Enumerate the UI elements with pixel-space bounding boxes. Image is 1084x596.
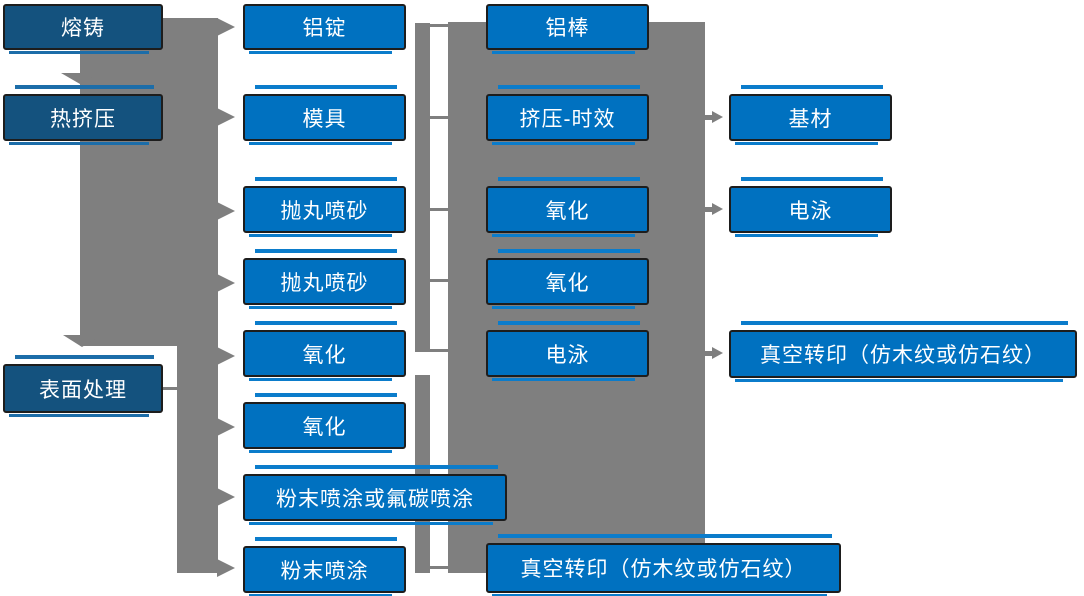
node-label: 真空转印（仿木纹或仿石纹） [760,344,1046,367]
arrow-to-powder-coating [217,559,235,577]
arrow-to-oxidation-2 [217,418,235,436]
node-label: 铝锭 [302,17,347,40]
node-melt: 熔铸 [3,4,163,54]
node-al-rod: 铝棒 [486,4,649,54]
node-label: 热挤压 [50,107,116,131]
node-label: 模具 [302,107,347,131]
node-label: 氧化 [302,343,347,367]
node-label: 电泳 [545,343,590,367]
arrow-to-surface-treatment [63,335,101,347]
surface-treatment-link [161,387,179,390]
left-band [80,18,218,346]
tie-electrophoresis-1 [426,349,448,352]
node-oxidation-3: 氧化 [486,177,649,237]
stem-to-vacuum-transfer-2 [705,351,714,356]
node-label: 粉末喷涂 [280,559,369,583]
node-oxidation-2: 氧化 [243,393,406,453]
mid-bar-upper [415,23,430,352]
node-extrusion-aging: 挤压-时效 [486,85,649,145]
node-label: 真空转印（仿木纹或仿石纹） [520,558,807,581]
node-label: 基材 [788,107,833,131]
node-al-ingot: 铝锭 [243,4,406,54]
tie-vacuum-transfer-1 [418,566,448,569]
node-substrate: 基材 [729,85,892,145]
arrow-to-powder-or-fluorocarbon [217,488,235,506]
node-oxidation-4: 氧化 [486,249,649,309]
node-electrophoresis-2: 电泳 [729,177,892,237]
node-vacuum-transfer-2: 真空转印（仿木纹或仿石纹） [729,321,1077,382]
node-shot-blast-1: 抛丸喷砂 [243,177,406,237]
node-label: 氧化 [545,199,590,223]
node-label: 电泳 [788,199,833,223]
arrow-to-al-ingot [217,18,235,36]
stem-to-substrate [705,115,714,120]
node-label: 挤压-时效 [519,107,616,131]
node-vacuum-transfer-1: 真空转印（仿木纹或仿石纹） [486,534,841,596]
node-shot-blast-2: 抛丸喷砂 [243,249,406,309]
node-powder-coating: 粉末喷涂 [243,537,406,596]
tie-oxidation-4 [418,279,448,282]
node-oxidation-1: 氧化 [243,321,406,381]
node-label: 氧化 [545,271,590,295]
node-surface-treatment: 表面处理 [3,355,163,417]
node-label: 铝棒 [545,17,590,40]
stem-to-electrophoresis-2 [705,207,714,212]
arrow-to-shot-blast-1 [217,202,235,220]
arrow-to-vacuum-transfer-2 [712,347,723,359]
tie-oxidation-3 [418,208,448,211]
node-label: 粉末喷涂或氟碳喷涂 [276,487,474,511]
arrow-to-substrate [712,111,723,123]
tie-al-rod [418,24,448,27]
node-label: 抛丸喷砂 [280,199,369,223]
node-mold: 模具 [243,85,406,145]
arrow-to-mold [217,108,235,126]
arrow-to-hot-extrusion [61,73,99,84]
node-label: 熔铸 [61,17,105,40]
arrow-to-oxidation-1 [217,347,235,365]
node-label: 氧化 [302,415,347,439]
node-hot-extrusion: 热挤压 [3,85,163,145]
tie-extrusion-aging [418,116,448,119]
arrow-to-electrophoresis-2 [712,203,723,215]
left-column [177,340,218,573]
arrow-to-shot-blast-2 [217,274,235,292]
node-powder-or-fluorocarbon: 粉末喷涂或氟碳喷涂 [243,465,507,525]
node-electrophoresis-1: 电泳 [486,321,649,381]
node-label: 抛丸喷砂 [280,271,369,295]
node-label: 表面处理 [39,378,127,402]
